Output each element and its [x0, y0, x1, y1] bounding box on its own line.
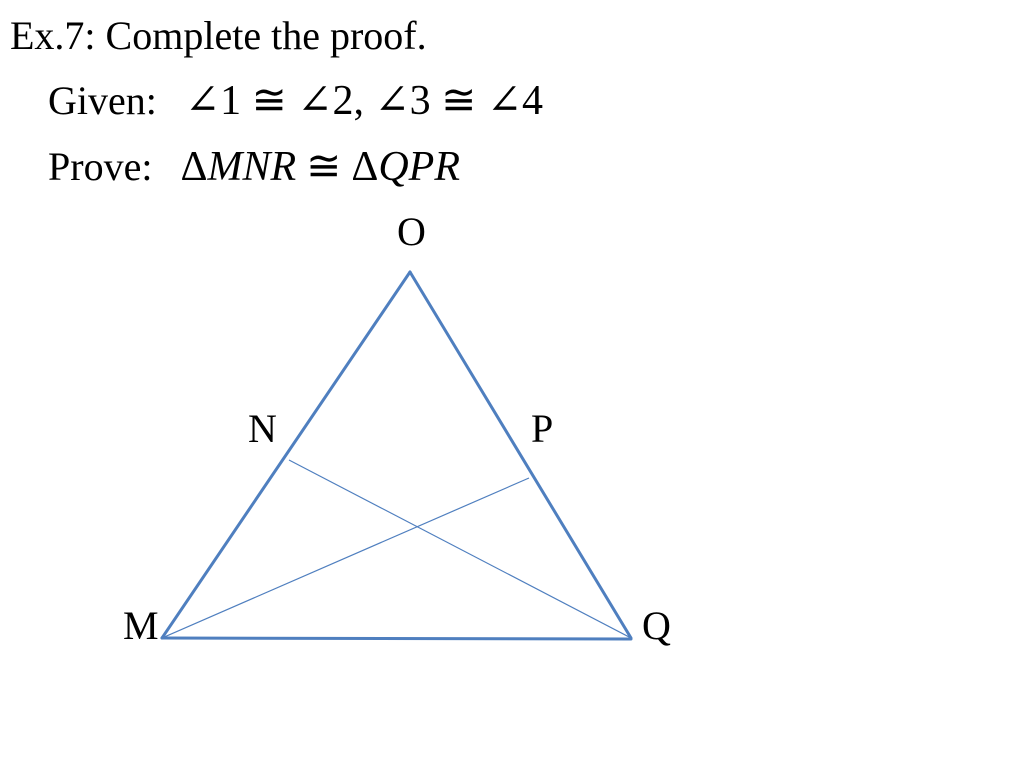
- segment-mp: [161, 477, 530, 639]
- segment-mq: [160, 636, 633, 641]
- prove-label: Prove:: [48, 144, 153, 189]
- prove-left-delta: Δ: [180, 144, 208, 190]
- prove-right-delta: Δ: [351, 144, 379, 190]
- vertex-label-p: P: [531, 406, 553, 451]
- prove-left-triangle: MNR: [207, 144, 297, 190]
- vertex-label-o: O: [397, 209, 426, 254]
- exercise-title: Ex.7: Complete the proof.: [10, 16, 427, 56]
- given-math: ∠1 ≅ ∠2, ∠3 ≅ ∠4: [184, 78, 544, 124]
- given-label: Given:: [48, 78, 157, 123]
- vertex-label-n: N: [248, 406, 277, 451]
- prove-congruent-symbol: ≅: [306, 144, 342, 190]
- exercise-title-text: Ex.7: Complete the proof.: [10, 13, 427, 58]
- prove-statement: Prove: ΔMNR ≅ ΔQPR: [48, 146, 460, 188]
- vertex-label-q: Q: [642, 603, 671, 648]
- segment-nq: [288, 459, 632, 639]
- prove-right-triangle: QPR: [378, 144, 460, 190]
- segment-oq: [408, 270, 633, 640]
- given-statement: Given: ∠1 ≅ ∠2, ∠3 ≅ ∠4: [48, 80, 543, 122]
- segment-mo: [160, 270, 412, 640]
- vertex-label-m: M: [123, 603, 159, 648]
